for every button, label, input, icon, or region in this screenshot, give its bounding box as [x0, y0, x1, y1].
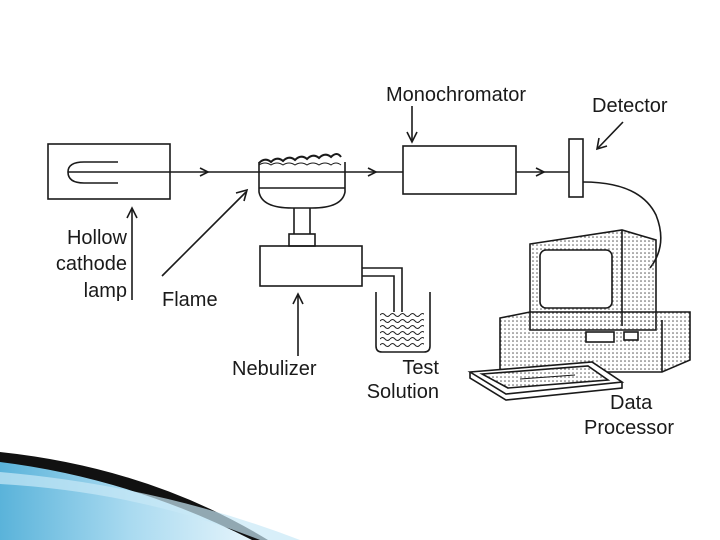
label-data: Data [610, 392, 653, 414]
detector [568, 138, 584, 198]
label-nebulizer: Nebulizer [232, 358, 317, 380]
label-detector: Detector [592, 95, 668, 117]
label-processor: Processor [584, 417, 674, 439]
hollow-cathode-lamp [47, 143, 171, 200]
detector-cable [582, 181, 662, 269]
label-cathode: cathode [56, 253, 127, 275]
label-lamp: lamp [84, 280, 127, 302]
label-flame: Flame [162, 289, 218, 311]
label-monochromator: Monochromator [386, 84, 526, 106]
nebulizer [259, 245, 403, 312]
monochromator [402, 145, 517, 195]
pointer-arrows [126, 106, 624, 356]
label-test: Test [402, 357, 439, 379]
labels: Hollow cathode lamp Flame Nebulizer Test… [56, 84, 675, 439]
test-solution-beaker [375, 292, 431, 353]
label-solution: Solution [367, 381, 439, 403]
computer [467, 229, 691, 401]
label-hollow: Hollow [67, 227, 128, 249]
slide-swoosh-decoration [0, 452, 300, 540]
flame-burner [258, 153, 346, 247]
